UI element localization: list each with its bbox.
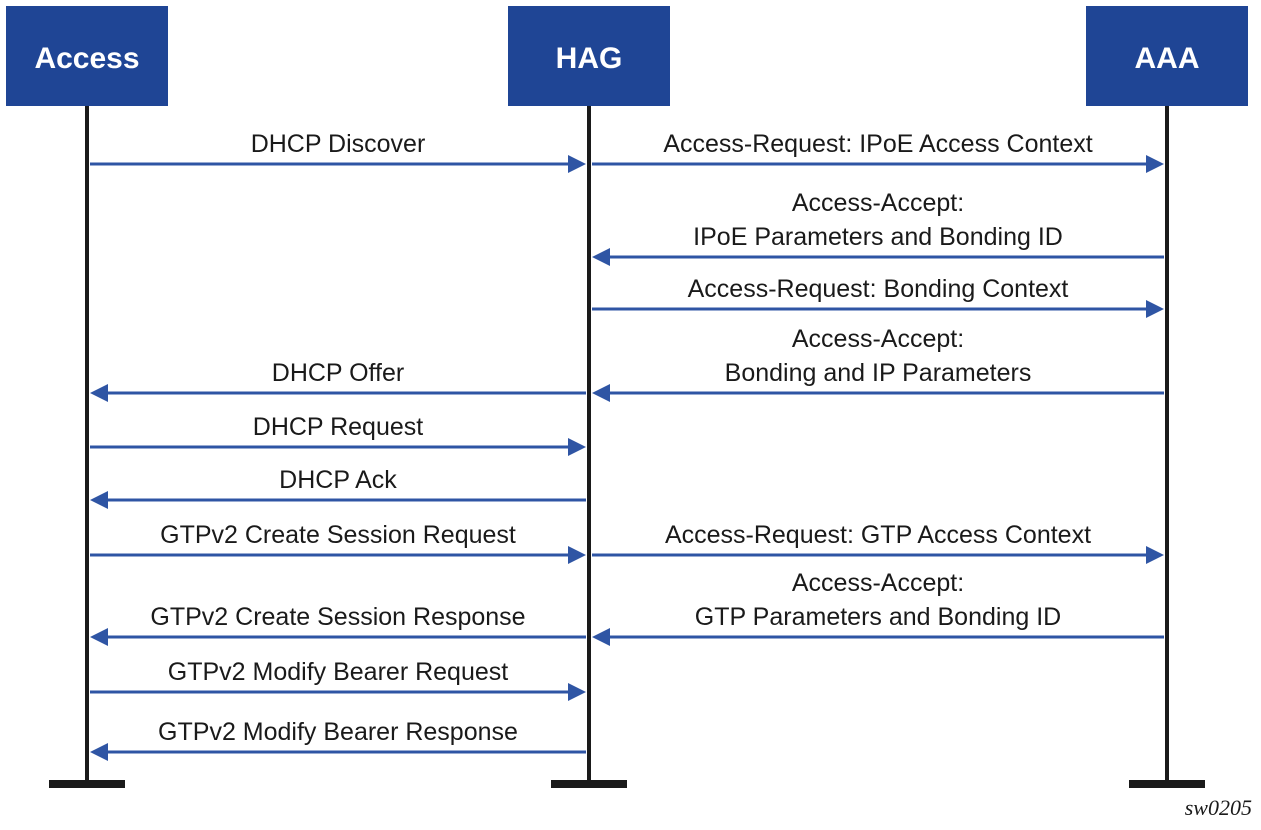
message-9: GTPv2 Create Session Request [90,521,586,564]
message-4: Access-Request: Bonding Context [592,275,1164,318]
message-label: Access-Request: Bonding Context [688,275,1069,303]
message-label: Bonding and IP Parameters [725,359,1032,387]
participant-aaa: AAA [1086,6,1248,106]
message-label: Access-Accept: [792,189,964,217]
message-5: Access-Accept: Bonding and IP Parameters [592,325,1164,402]
message-label: Access-Accept: [792,325,964,353]
message-13: GTPv2 Modify Bearer Request [90,658,586,701]
message-label: DHCP Ack [279,466,397,494]
participant-box [1086,6,1248,106]
message-2: Access-Request: IPoE Access Context [592,130,1164,173]
message-label: GTP Parameters and Bonding ID [695,603,1061,631]
message-7: DHCP Request [90,413,586,456]
message-6: DHCP Offer [90,359,586,402]
message-arrowhead [592,628,610,646]
message-label: Access-Request: IPoE Access Context [663,130,1092,158]
message-label: DHCP Discover [251,130,426,158]
message-12: GTPv2 Create Session Response [90,603,586,646]
message-arrowhead [90,628,108,646]
message-3: Access-Accept: IPoE Parameters and Bondin… [592,189,1164,266]
message-label: IPoE Parameters and Bonding ID [693,223,1063,251]
message-1: DHCP Discover [90,130,586,173]
message-label: GTPv2 Modify Bearer Response [158,718,518,746]
message-arrowhead [568,438,586,456]
message-label: DHCP Request [253,413,424,441]
message-arrowhead [568,155,586,173]
message-arrowhead [568,546,586,564]
message-label: Access-Accept: [792,569,964,597]
message-arrowhead [568,683,586,701]
message-arrowhead [1146,300,1164,318]
message-arrowhead [592,248,610,266]
message-arrowhead [90,743,108,761]
participant-access: Access [6,6,168,106]
message-10: Access-Request: GTP Access Context [592,521,1164,564]
participant-hag: HAG [508,6,670,106]
lifelines [49,106,1205,788]
message-14: GTPv2 Modify Bearer Response [90,718,586,761]
message-11: Access-Accept: GTP Parameters and Bonding… [592,569,1164,646]
participant-label: HAG [556,42,623,75]
participants: Access HAG AAA [6,6,1248,106]
messages: DHCP Discover Access-Request: IPoE Access… [90,130,1164,761]
participant-box [6,6,168,106]
message-arrowhead [592,384,610,402]
message-arrowhead [90,491,108,509]
message-arrowhead [90,384,108,402]
message-label: GTPv2 Modify Bearer Request [168,658,508,686]
participant-box [508,6,670,106]
message-arrowhead [1146,155,1164,173]
message-label: GTPv2 Create Session Request [160,521,516,549]
figure-id: sw0205 [1185,795,1252,820]
participant-label: AAA [1135,42,1200,75]
message-label: DHCP Offer [272,359,404,387]
message-label: Access-Request: GTP Access Context [665,521,1091,549]
message-arrowhead [1146,546,1164,564]
participant-label: Access [34,42,139,75]
message-label: GTPv2 Create Session Response [150,603,525,631]
message-8: DHCP Ack [90,466,586,509]
